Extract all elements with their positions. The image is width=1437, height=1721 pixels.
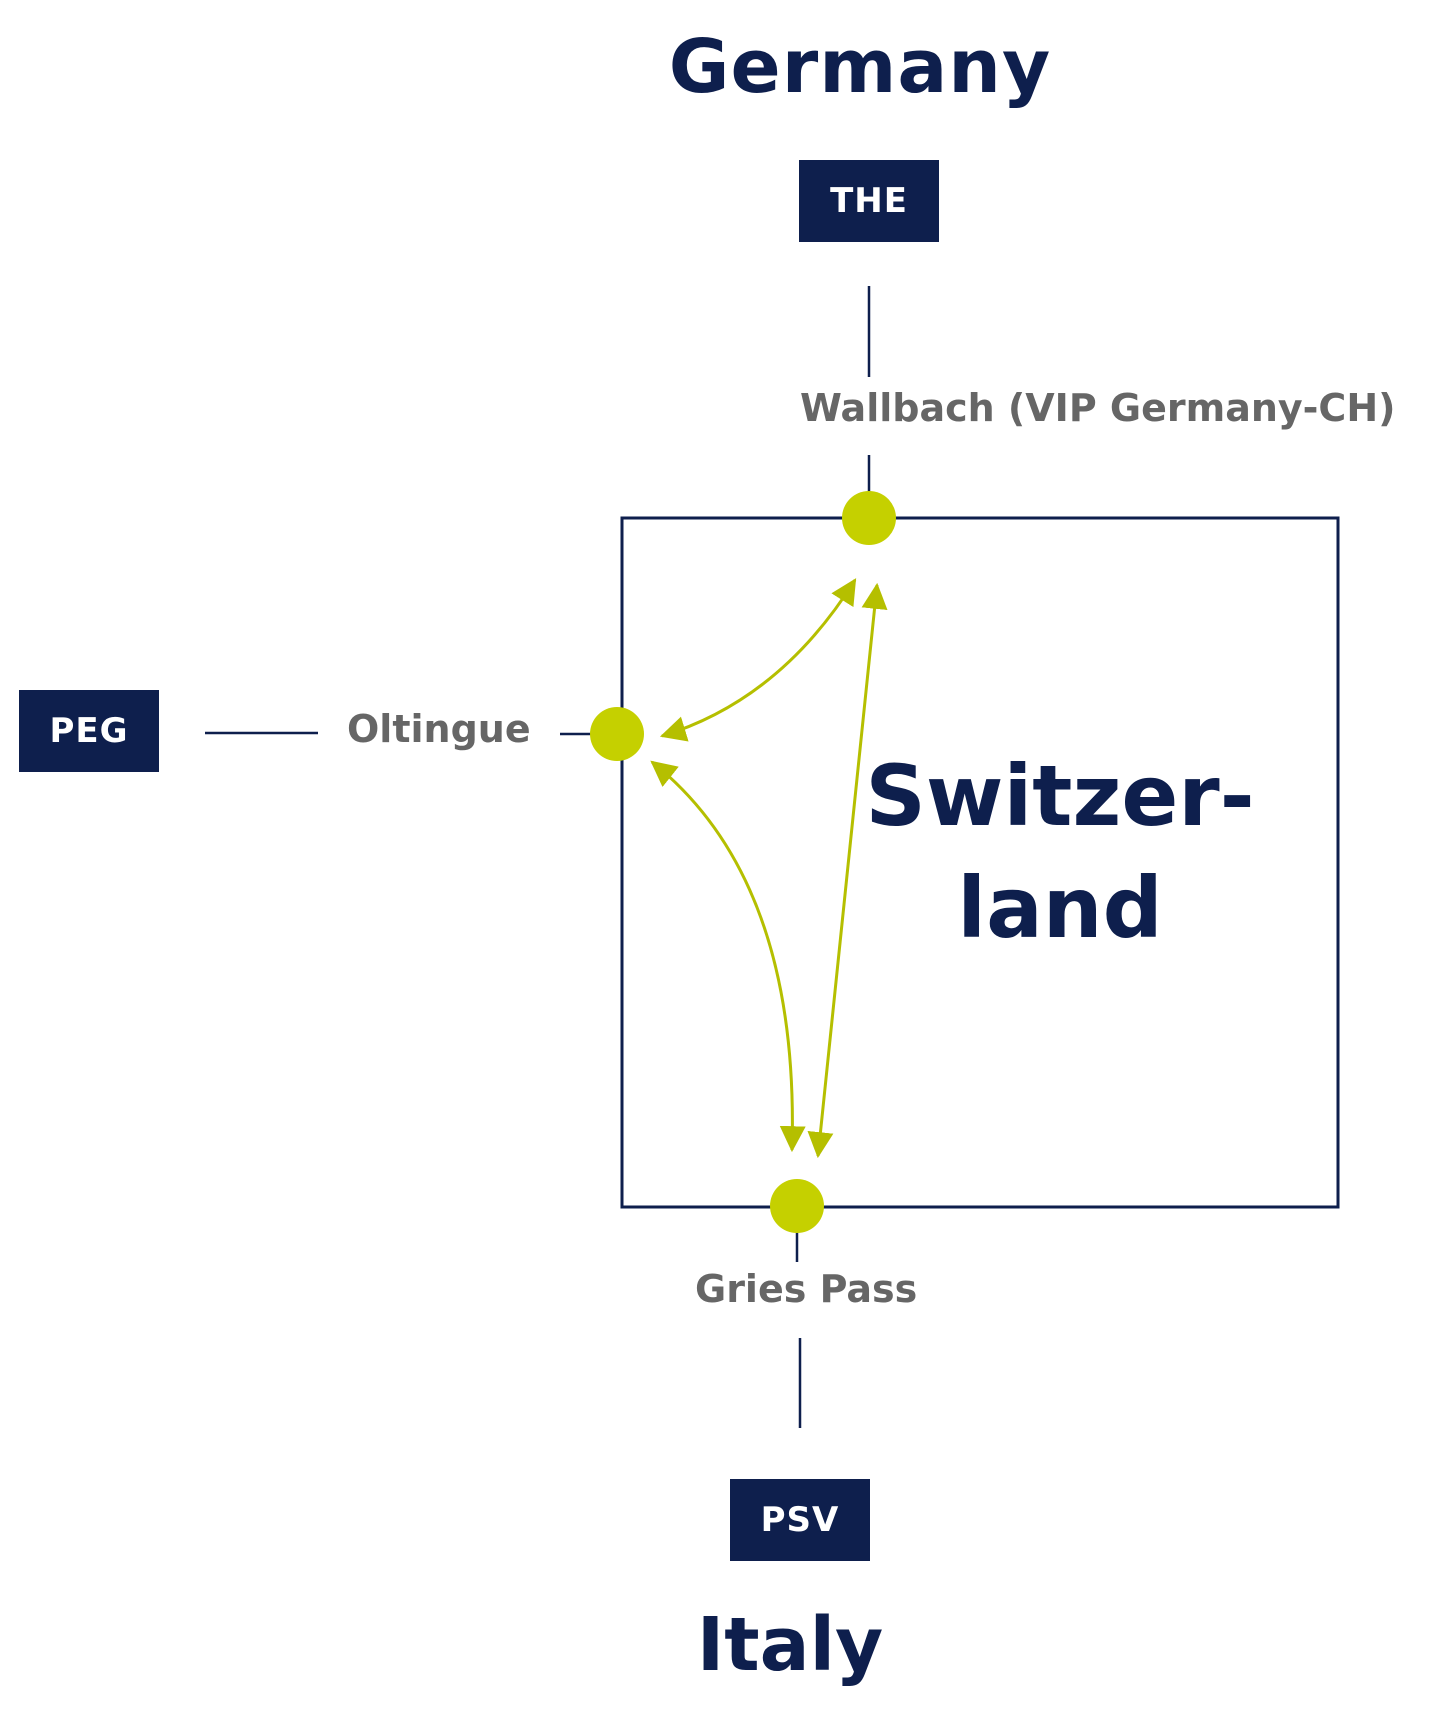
hub-peg[interactable]: PEG xyxy=(19,690,159,772)
hub-psv[interactable]: PSV xyxy=(730,1479,870,1561)
oltingue-point[interactable] xyxy=(590,707,644,761)
label-gries-pass: Gries Pass xyxy=(695,1267,918,1311)
wallbach-point[interactable] xyxy=(842,491,896,545)
label-wallbach: Wallbach (VIP Germany-CH) xyxy=(800,386,1396,430)
country-germany: Germany xyxy=(668,24,1052,110)
flow-arrow-oltingue-wallbach xyxy=(659,578,857,742)
flow-arrow-wallbach-gries xyxy=(807,582,888,1159)
flow-arrow-oltingue-gries xyxy=(650,760,806,1153)
hub-the[interactable]: THE xyxy=(799,160,939,242)
country-italy: Italy xyxy=(696,1602,884,1688)
switzerland-border xyxy=(620,516,1340,1209)
gries-pass-point[interactable] xyxy=(770,1179,824,1233)
country-switzerland: Switzer-land xyxy=(865,747,1255,957)
label-oltingue: Oltingue xyxy=(347,707,531,751)
